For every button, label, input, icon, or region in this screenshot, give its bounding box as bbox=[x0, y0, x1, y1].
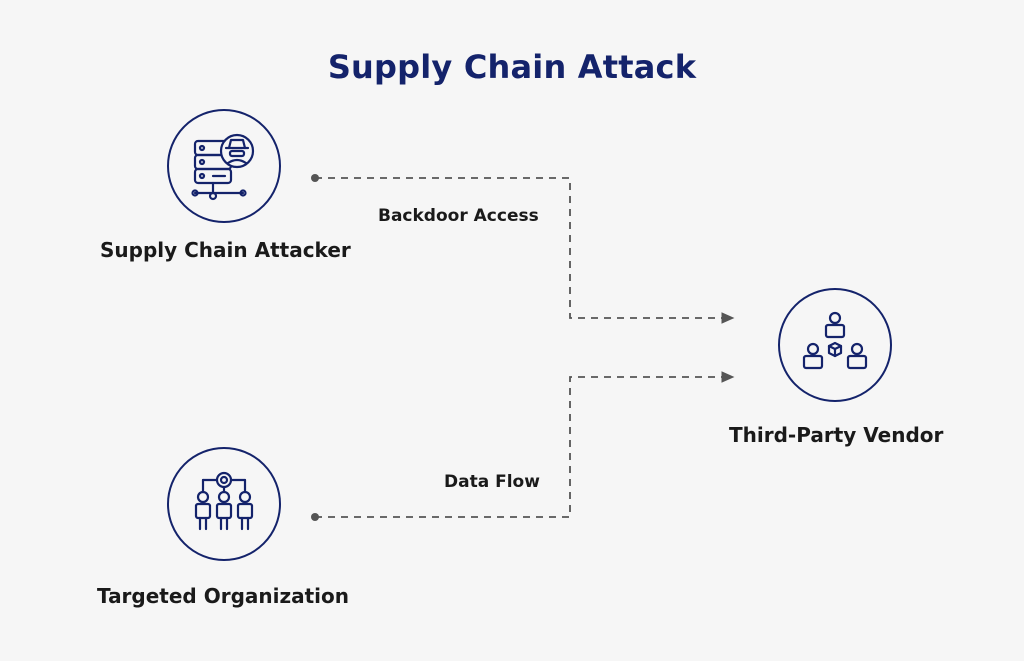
server-hacker-icon bbox=[191, 133, 255, 201]
edge-data-flow bbox=[311, 371, 735, 521]
edge-backdoor-access bbox=[311, 174, 735, 324]
node-targeted-organization bbox=[167, 447, 281, 561]
node-third-party-vendor bbox=[778, 288, 892, 402]
diagram-title: Supply Chain Attack bbox=[327, 48, 697, 86]
node-label-targeted-organization: Targeted Organization bbox=[97, 584, 350, 608]
edge-label-backdoor-access: Backdoor Access bbox=[378, 206, 539, 226]
edge-label-data-flow: Data Flow bbox=[444, 472, 540, 492]
vendor-network-icon bbox=[802, 311, 868, 370]
node-label-supply-chain-attacker: Supply Chain Attacker bbox=[100, 238, 351, 262]
node-label-third-party-vendor: Third-Party Vendor bbox=[729, 423, 944, 447]
organization-hierarchy-icon bbox=[194, 471, 254, 531]
node-supply-chain-attacker bbox=[167, 109, 281, 223]
